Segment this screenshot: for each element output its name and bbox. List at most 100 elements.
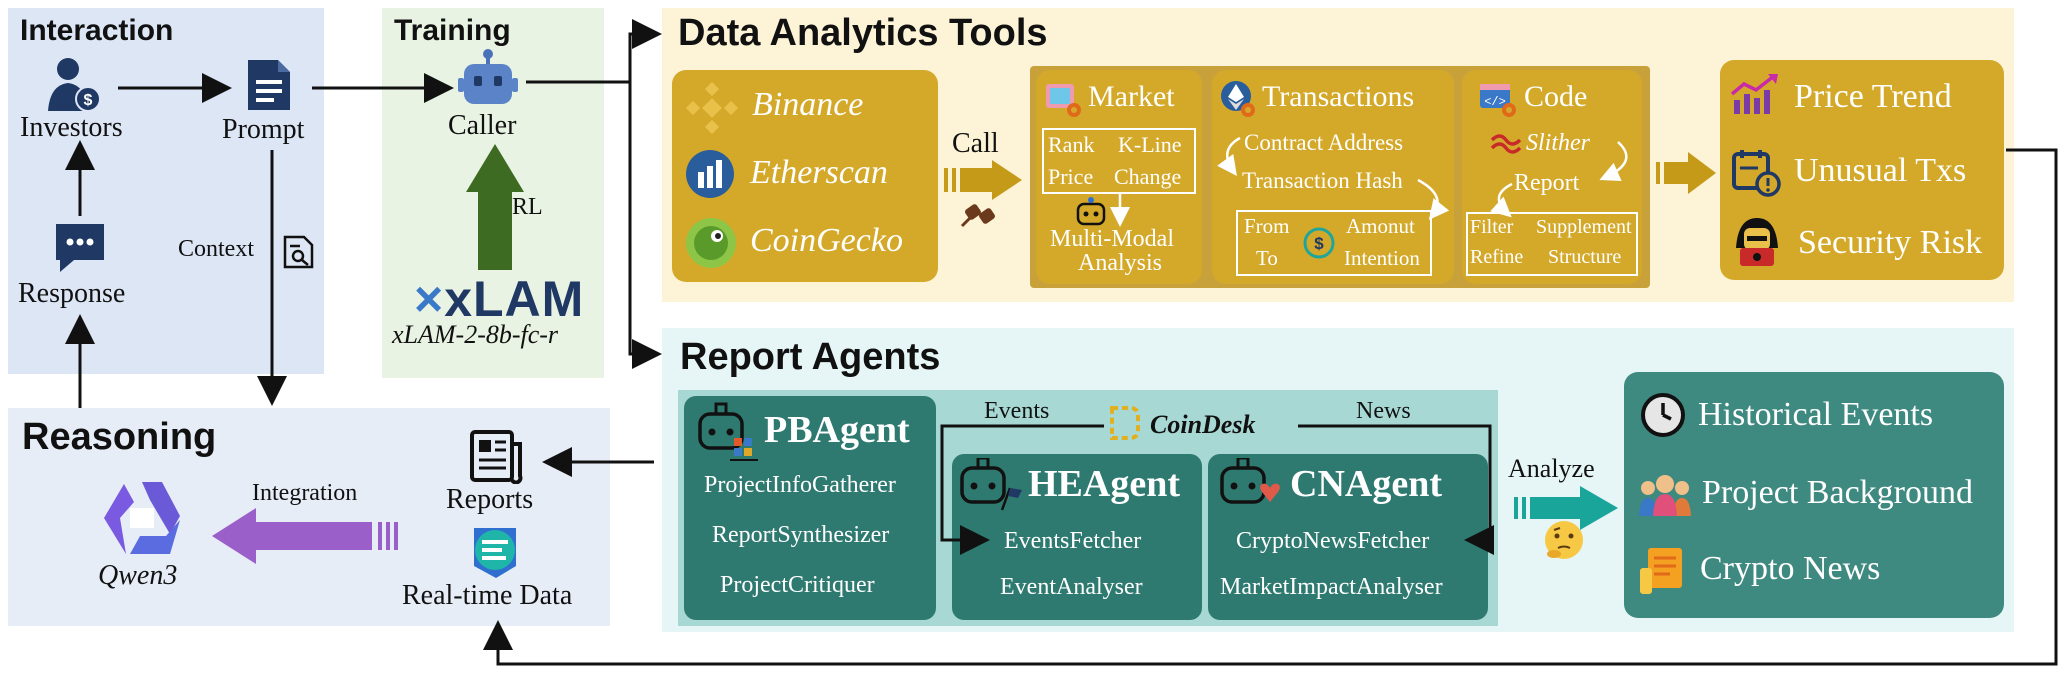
xlam-logo-text: xLAM <box>444 271 585 327</box>
slither-icon <box>1490 134 1522 154</box>
output-unusual-txs: Unusual Txs <box>1794 152 1967 189</box>
heagent-robot-icon <box>960 458 1022 511</box>
line-news <box>1298 424 1494 555</box>
arrow-loop-realtime <box>483 148 2058 666</box>
realtime-label: Real-time Data <box>402 580 573 611</box>
output-crypto-news: Crypto News <box>1700 550 1881 587</box>
source-binance: Binance <box>752 86 864 123</box>
doc-search-icon <box>283 235 314 269</box>
tx-hash: Transaction Hash <box>1242 168 1403 193</box>
response-label: Response <box>18 278 126 309</box>
svg-text:</>: </> <box>1484 95 1506 109</box>
source-etherscan: Etherscan <box>750 154 888 191</box>
ethereum-icon <box>1221 81 1255 117</box>
market-grid-change: Change <box>1114 164 1182 189</box>
binance-icon <box>685 81 739 135</box>
investors-label: Investors <box>20 112 123 143</box>
chat-icon <box>56 224 104 272</box>
security-risk-icon <box>1736 218 1778 266</box>
dollar-cycle-icon: $ <box>1303 227 1335 259</box>
output-project-background: Project Background <box>1702 474 1973 511</box>
events-label: Events <box>984 398 1050 424</box>
call-arrow <box>944 160 1022 200</box>
tx-grid-intention: Intention <box>1344 246 1420 270</box>
cnagent-robot-icon <box>1220 458 1280 504</box>
coindesk-icon <box>1110 406 1140 440</box>
plug-icon <box>960 204 995 228</box>
coindesk-label: CoinDesk <box>1150 410 1256 439</box>
output-security-risk: Security Risk <box>1798 224 1983 261</box>
market-analysis-1: Multi-Modal <box>1050 226 1174 252</box>
code-grid-structure: Structure <box>1548 246 1622 268</box>
clock-icon <box>1641 393 1685 437</box>
rl-arrow-head <box>466 144 524 192</box>
market-grid-rank: Rank <box>1048 132 1095 157</box>
svg-text:$: $ <box>1314 234 1324 253</box>
people-icon <box>1639 475 1691 516</box>
code-icon: </> <box>1480 84 1516 117</box>
tools-output-arrow <box>1656 152 1716 194</box>
tx-grid-amount: Amonut <box>1346 214 1415 238</box>
market-analysis-2: Analysis <box>1078 250 1162 276</box>
cnagent-name: CNAgent <box>1290 463 1442 505</box>
pbagent-name: PBAgent <box>764 409 910 451</box>
interaction-title: Interaction <box>20 14 174 47</box>
unusual-tx-icon <box>1732 150 1781 197</box>
prompt-label: Prompt <box>222 114 305 145</box>
code-grid-filter: Filter <box>1470 216 1514 238</box>
thinking-emoji-icon <box>1545 521 1583 559</box>
tools-title: Data Analytics Tools <box>678 12 1048 54</box>
line-events <box>940 424 1104 555</box>
heagent-box <box>952 454 1202 620</box>
tx-grid-box <box>1236 210 1432 276</box>
market-title: Market <box>1088 80 1175 113</box>
tx-contract-address: Contract Address <box>1244 130 1404 155</box>
analyze-arrow <box>1514 486 1618 530</box>
pbagent-item-2: ReportSynthesizer <box>712 522 890 548</box>
analyze-label: Analyze <box>1508 454 1595 483</box>
market-grid-price: Price <box>1048 164 1094 189</box>
pbagent-box <box>684 396 936 620</box>
price-trend-icon <box>1730 74 1778 114</box>
arrow-caller-agents <box>628 82 662 369</box>
realtime-data-icon <box>474 528 516 578</box>
xlam-model-label: xLAM-2-8b-fc-r <box>392 320 559 349</box>
tx-curve-1 <box>1217 136 1241 177</box>
output-historical-events: Historical Events <box>1698 396 1934 433</box>
heagent-item-1: EventsFetcher <box>1004 528 1142 554</box>
xlam-logo: ×xLAM <box>414 270 584 328</box>
source-coingecko: CoinGecko <box>750 222 903 259</box>
pbagent-robot-icon <box>698 402 758 461</box>
training-title: Training <box>394 14 511 47</box>
qwen-logo-icon <box>104 482 180 554</box>
rl-label: RL <box>512 194 543 220</box>
agents-title: Report Agents <box>680 336 941 378</box>
multimodal-robot-icon <box>1076 197 1106 226</box>
code-grid-supplement: Supplement <box>1536 216 1632 238</box>
etherscan-icon <box>686 150 734 198</box>
caller-label: Caller <box>448 110 517 141</box>
news-label: News <box>1356 398 1411 424</box>
robot-icon <box>458 49 518 104</box>
market-grid-kline: K-Line <box>1118 132 1182 157</box>
cnagent-item-2: MarketImpactAnalyser <box>1220 574 1443 600</box>
call-label: Call <box>952 128 999 159</box>
qwen-label: Qwen3 <box>98 560 178 591</box>
heagent-item-2: EventAnalyser <box>1000 574 1143 600</box>
code-grid-refine: Refine <box>1470 246 1524 268</box>
investor-icon: $ <box>48 58 101 112</box>
reports-label: Reports <box>446 484 534 515</box>
code-slither: Slither <box>1526 130 1590 156</box>
integration-arrow <box>212 508 398 564</box>
reasoning-title: Reasoning <box>22 416 217 458</box>
heagent-name: HEAgent <box>1028 463 1180 505</box>
context-label: Context <box>178 236 254 262</box>
tx-curve-2 <box>1417 178 1450 220</box>
code-report: Report <box>1514 170 1580 196</box>
code-grid-box <box>1466 212 1638 276</box>
svg-text:$: $ <box>84 92 93 109</box>
integration-label: Integration <box>252 480 358 506</box>
coingecko-icon <box>686 218 736 268</box>
agent-outputs-box <box>1624 372 2004 618</box>
